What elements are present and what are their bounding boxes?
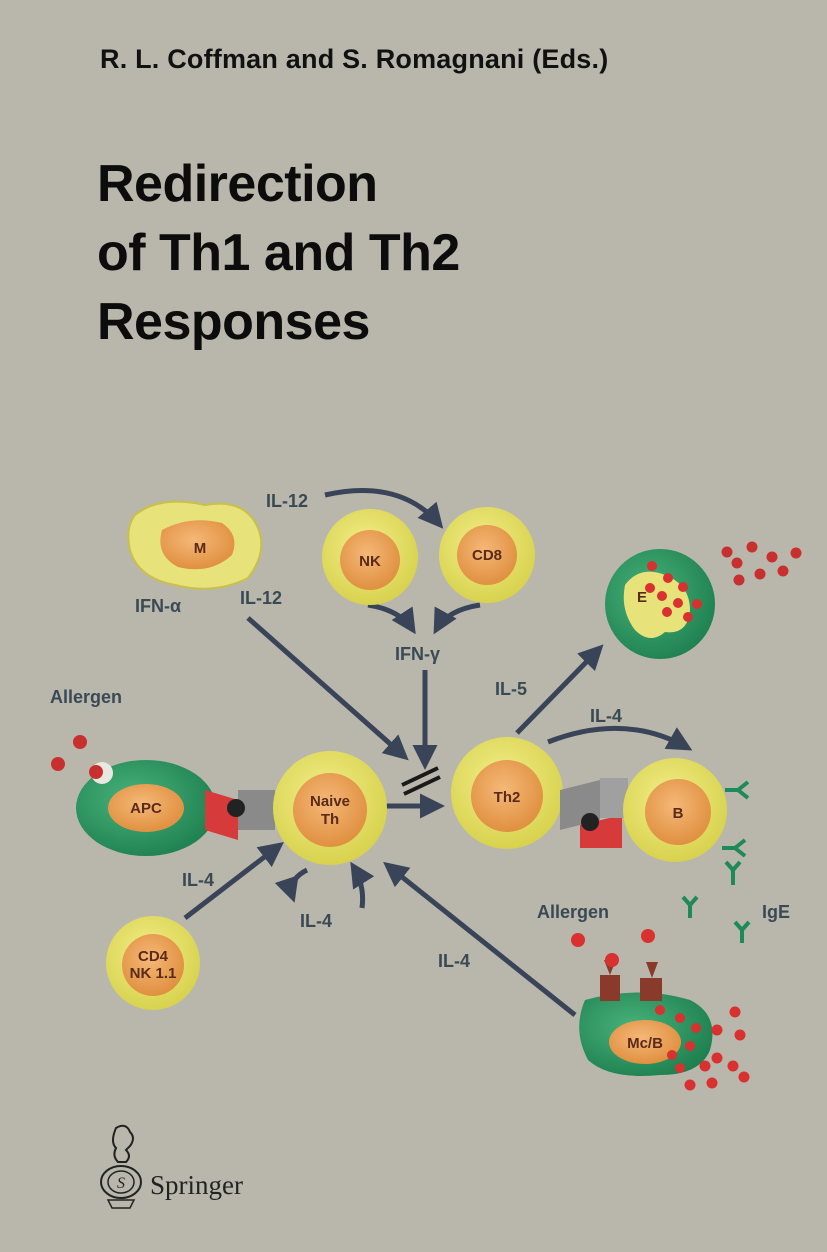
arrow-mcb-naive [383, 861, 577, 1017]
naive-th-cell: Naive Th [273, 751, 387, 865]
th2-cell: Th2 [451, 737, 563, 849]
arrow-il4-loop-left [274, 867, 309, 903]
publisher-name: Springer [150, 1170, 243, 1200]
arrow-il4-loop-right [350, 861, 375, 909]
cd8-cell: CD8 [439, 507, 535, 603]
cell-label-e: E [637, 589, 647, 606]
cell-label-cd4: CD4 [138, 948, 169, 965]
arrow-il12-center [246, 616, 409, 761]
label-il5: IL-5 [495, 679, 527, 699]
label-il4-top: IL-4 [590, 706, 622, 726]
arrow-il12-nk-cd8 [324, 488, 444, 529]
book-title: Redirection of Th1 and Th2 Responses [97, 150, 460, 357]
label-il4-loop: IL-4 [300, 911, 332, 931]
title-line-3: Responses [97, 293, 370, 351]
arrow-cd8-ifng [433, 602, 481, 635]
cell-label-naive: Naive [310, 793, 350, 810]
label-allergen-right: Allergen [537, 902, 609, 922]
eosinophil-cell: E [605, 541, 802, 659]
label-il4-long: IL-4 [438, 951, 470, 971]
label-ifn-gamma: IFN-γ [395, 644, 440, 664]
cell-label-th: Th [321, 811, 339, 828]
cell-label-apc: APC [130, 800, 162, 817]
label-il12-top: IL-12 [266, 491, 308, 511]
receptor-complex-right [560, 778, 628, 848]
receptor-complex-left [205, 790, 275, 840]
arrow-th2-e [515, 644, 604, 735]
arrows [183, 488, 693, 1017]
macrophage-cell: M [127, 500, 263, 590]
cell-label-mcb: Mc/B [627, 1035, 663, 1052]
cell-label-m: M [194, 540, 207, 557]
cell-label-th2: Th2 [494, 789, 521, 806]
cell-label-nk11: NK 1.1 [130, 965, 177, 982]
cell-label-b: B [673, 805, 684, 822]
label-allergen-left: Allergen [50, 687, 122, 707]
mast-cell: Mc/B [571, 929, 750, 1091]
svg-text:S: S [117, 1175, 125, 1192]
cd4-nk11-cell: CD4 NK 1.1 [106, 916, 200, 1010]
b-cell: B [623, 758, 727, 862]
label-ige: IgE [762, 902, 790, 922]
arrow-cd4-naive [183, 841, 284, 920]
label-il12-mid: IL-12 [240, 588, 282, 608]
title-line-1: Redirection [97, 155, 378, 213]
springer-logo-icon: S [100, 1124, 142, 1209]
ige-antibodies [681, 780, 751, 943]
nk-cell: NK [322, 509, 418, 605]
cell-label-nk: NK [359, 553, 381, 570]
arrow-nk-ifng [367, 602, 416, 635]
cell-label-cd8: CD8 [472, 547, 502, 564]
label-ifn-alpha: IFN-α [135, 596, 181, 616]
arrow-th2-b [547, 725, 693, 751]
editors: R. L. Coffman and S. Romagnani (Eds.) [100, 44, 609, 74]
title-line-2: of Th1 and Th2 [97, 224, 460, 282]
label-il4-left: IL-4 [182, 870, 214, 890]
